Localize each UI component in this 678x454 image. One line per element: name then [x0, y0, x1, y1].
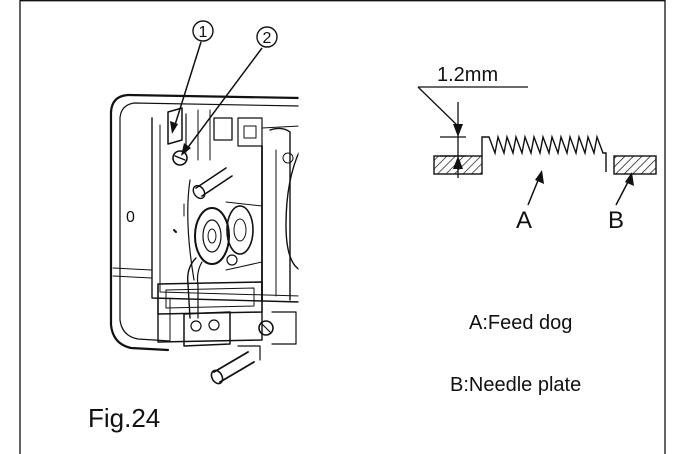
machine-dial-mark: 0 — [126, 209, 135, 226]
feed-dog-teeth — [481, 134, 607, 172]
callout-leaders — [173, 41, 263, 151]
needle-plate-right — [613, 155, 657, 175]
figure-border — [19, 0, 666, 454]
callout-2-digit: 2 — [263, 30, 272, 47]
pointer-b-arrowhead — [625, 172, 634, 186]
figure-caption: Fig.24 — [88, 403, 160, 433]
machine-illustration — [109, 90, 302, 385]
legend-feed-dog: A:Feed dog — [469, 312, 572, 334]
gap-value: 1.2mm — [437, 64, 498, 86]
callout-1-digit: 1 — [199, 24, 208, 41]
part-a-marker: A — [516, 207, 532, 234]
part-pointers — [527, 177, 630, 206]
part-b-marker: B — [608, 207, 624, 234]
leader-2-arrowhead — [181, 143, 191, 156]
leader-1-arrowhead — [170, 121, 178, 134]
pointer-a-arrowhead — [535, 170, 544, 184]
gap-arrow-top — [453, 124, 463, 137]
callout-1: ① 1 — [192, 20, 214, 42]
callout-2: ② 2 — [256, 26, 278, 48]
legend-needle-plate: B:Needle plate — [450, 374, 581, 396]
needle-plate-left — [433, 155, 483, 175]
